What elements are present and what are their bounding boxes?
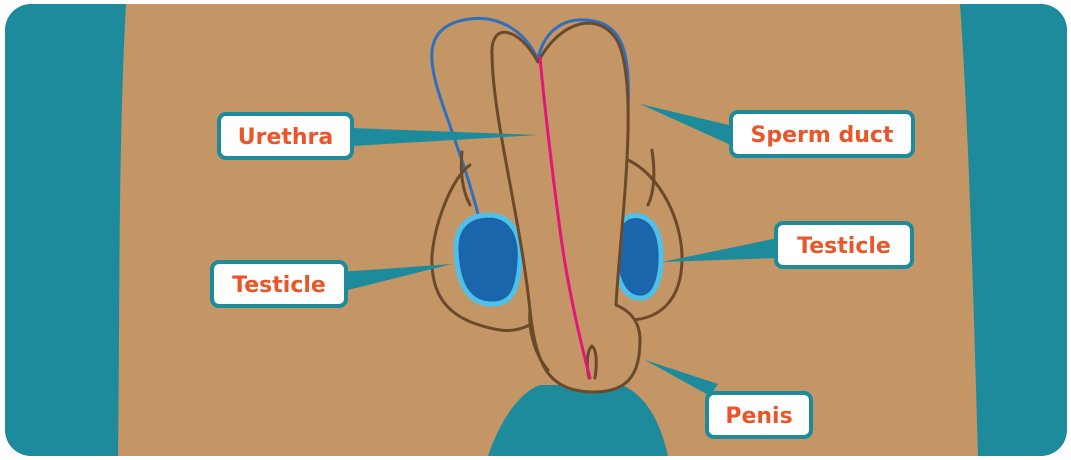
label-penis-text: Penis (725, 404, 792, 429)
label-urethra-text: Urethra (238, 125, 334, 150)
label-sperm-duct: Sperm duct (731, 112, 913, 156)
label-sperm-duct-text: Sperm duct (751, 123, 894, 148)
label-testicle-right: Testicle (776, 223, 912, 267)
label-testicle-left: Testicle (212, 262, 346, 306)
label-penis: Penis (707, 393, 811, 437)
testicle-left-shape (456, 215, 520, 304)
label-testicle-right-text: Testicle (797, 234, 891, 259)
label-urethra: Urethra (219, 114, 352, 158)
label-testicle-left-text: Testicle (232, 273, 326, 298)
